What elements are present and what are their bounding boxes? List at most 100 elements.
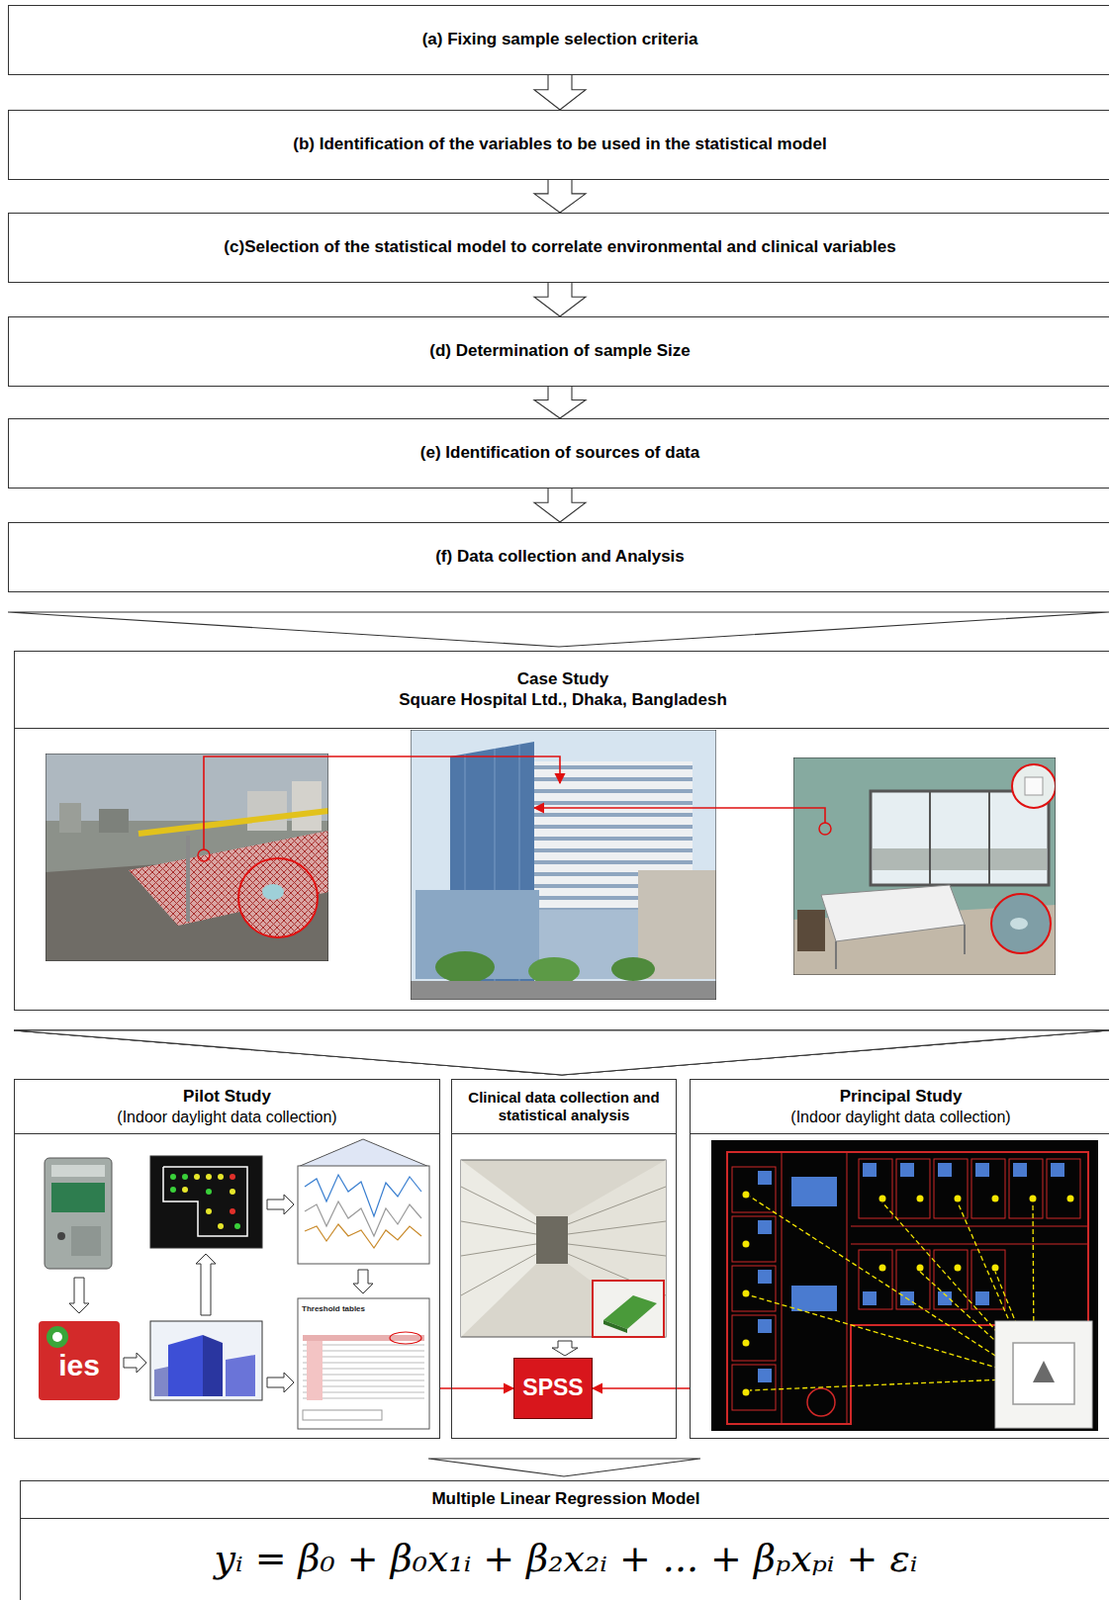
ward-floor-plan [757,1270,772,1285]
illuminance-chart [304,1224,422,1249]
ward-floor-plan [742,1192,750,1200]
building-3d-model [154,1367,169,1397]
ward-floor-plan [975,1163,990,1178]
software-name: SPSS [522,1375,583,1403]
records-archive-photo [461,1160,666,1338]
sensor-leader-line [749,1197,1034,1391]
records-archive-photo [461,1160,666,1338]
ward-floor-plan [732,1167,776,1213]
ward-floor-plan [862,1163,877,1178]
ward-floor-plan [791,1177,837,1207]
building-3d-model [168,1335,203,1397]
ward-room-photo [797,910,826,952]
records-archive-photo [567,1244,666,1257]
building-3d-model [202,1335,223,1397]
ward-room-photo [819,823,832,835]
hospital-photo [410,730,717,1001]
records-archive-photo [592,1281,664,1338]
ward-floor-plan [992,1265,1000,1273]
ward-floor-plan [971,1159,1006,1219]
block-arrow [534,282,586,317]
hospital-photo [528,957,580,986]
ward-floor-plan [742,1241,750,1249]
sensor-leader-line [749,1197,1010,1366]
subheading: Square Hospital Ltd., Dhaka, Bangladesh [398,690,728,711]
rooftop-photo [238,858,318,938]
ward-floor-plan [850,1226,1089,1228]
small-hollow-arrow [123,1353,147,1374]
ward-room-photo [928,791,931,886]
ward-floor-plan [896,1250,930,1310]
ward-floor-plan [975,1292,990,1306]
process-step: (e) Identification of sources of data [7,418,1109,489]
daylight-grid-plan [205,1189,212,1196]
ward-room-photo [1024,777,1043,796]
ward-floor-plan [896,1159,930,1219]
records-archive-photo [461,1254,537,1296]
small-hollow-arrow [353,1270,373,1294]
ies-logo [38,1321,120,1401]
process-step: (b) Identification of the variables to b… [7,109,1109,181]
daylight-grid-plan [229,1208,236,1215]
daylight-grid-plan [163,1167,248,1237]
threshold-table-document [297,1298,430,1430]
illuminance-chart [297,1166,430,1265]
small-hollow-arrow [69,1278,90,1314]
daylight-grid-plan [150,1156,263,1249]
data-logger-icon [51,1183,105,1213]
building-3d-model [225,1355,256,1397]
block-arrow [534,180,586,213]
ward-floor-plan [757,1220,772,1235]
ward-room-photo [821,885,965,942]
funnel-arrow [13,1030,1109,1076]
ward-floor-plan [807,1388,835,1417]
ward-floor-plan [742,1340,750,1348]
step-label: (c)Selection of the statistical model to… [223,237,896,258]
data-logger-icon [44,1158,112,1270]
rooftop-photo [138,811,329,834]
ward-floor-plan [732,1159,1081,1411]
ward-floor-plan [757,1319,772,1334]
ward-floor-plan [711,1140,1099,1432]
ward-room-photo [991,894,1051,954]
ward-floor-plan [1009,1159,1043,1219]
panel-body: yᵢ = β₀ + β₀x₁ᵢ + β₂x₂ᵢ + ... + βₚxₚᵢ + … [20,1519,1109,1600]
formula: yᵢ = β₀ + β₀x₁ᵢ + β₂x₂ᵢ + ... + βₚxₚᵢ + … [213,1537,918,1583]
data-logger-icon [71,1226,101,1257]
block-arrow [534,488,586,523]
daylight-grid-plan [170,1187,177,1194]
ward-room-photo [793,757,1056,976]
rooftop-photo [45,753,329,962]
ward-floor-plan [954,1196,962,1203]
ward-floor-plan [992,1196,1000,1203]
block-arrow [534,75,586,110]
hospital-photo [410,730,717,1001]
ward-floor-plan [862,1292,877,1306]
small-hollow-arrow [552,1341,578,1357]
small-hollow-arrow [552,1341,578,1357]
regression-model-panel: Multiple Linear Regression Modelyᵢ = β₀ … [19,1480,1109,1600]
ward-floor-plan [711,1140,1099,1432]
ward-floor-plan [1046,1159,1081,1219]
ward-room-photo [963,924,966,955]
ward-floor-plan [879,1265,887,1273]
sensor-leader-line [749,1380,1006,1391]
data-logger-icon [51,1165,105,1178]
panel-header: Pilot Study(Indoor daylight data collect… [14,1080,440,1135]
principal-study-panel: Principal Study(Indoor daylight data col… [689,1079,1109,1440]
ward-floor-plan [742,1389,750,1397]
records-archive-photo [567,1221,666,1235]
panel-header: Case StudySquare Hospital Ltd., Dhaka, B… [14,651,1109,730]
process-step: (f) Data collection and Analysis [7,522,1109,593]
ward-floor-plan [1013,1163,1027,1178]
ward-room-photo [872,848,1047,871]
light-sensor-icon [1013,1343,1075,1405]
red-leader-arrow [203,756,560,850]
ward-room-photo [793,757,1056,976]
daylight-grid-plan [182,1187,188,1194]
daylight-grid-plan [170,1174,177,1181]
ward-floor-plan [937,1163,952,1178]
software-box: SPSS [513,1358,593,1420]
ward-room-photo [793,757,1056,976]
rooftop-photo [59,803,82,833]
